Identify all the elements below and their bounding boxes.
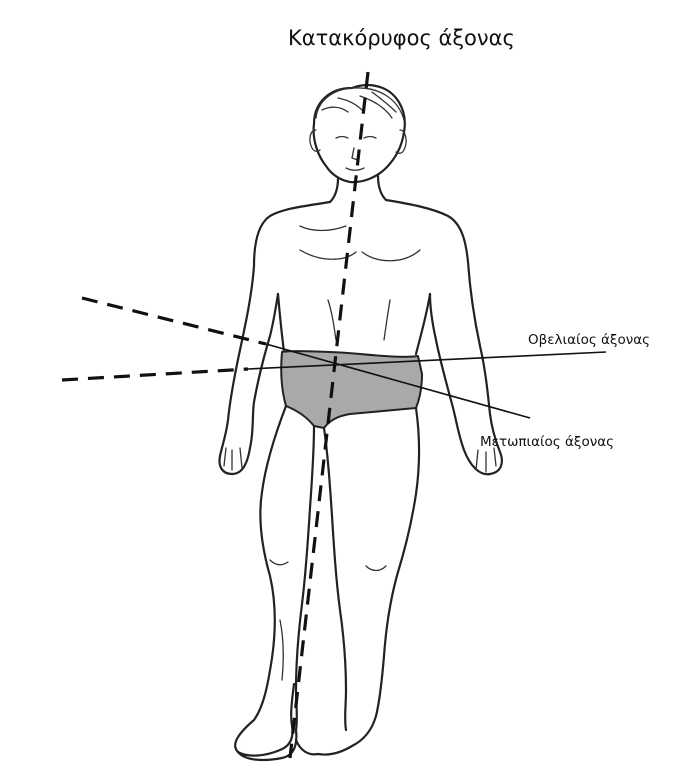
knee-details xyxy=(270,560,386,680)
torso-left-side xyxy=(278,294,284,352)
frontal-axis-label: Μετωπιαίος άξονας xyxy=(480,434,614,450)
neck xyxy=(330,176,386,202)
chest-lines xyxy=(300,226,420,261)
human-figure xyxy=(220,85,502,760)
vertical-axis-label: Κατακόρυφος άξονας xyxy=(288,26,515,50)
torso-right-side xyxy=(416,294,430,354)
right-foot xyxy=(296,740,318,754)
left-hand-fingers xyxy=(224,448,242,470)
sagittal-axis-label: Οβελιαίος άξονας xyxy=(528,332,650,348)
left-leg-outline xyxy=(235,406,294,756)
briefs xyxy=(281,351,422,428)
right-leg-outline xyxy=(318,408,419,755)
frontal-axis-dashed xyxy=(82,298,266,344)
sagittal-axis-dashed xyxy=(62,369,248,380)
right-hand-fingers xyxy=(476,448,496,472)
inner-right-leg xyxy=(324,428,346,730)
